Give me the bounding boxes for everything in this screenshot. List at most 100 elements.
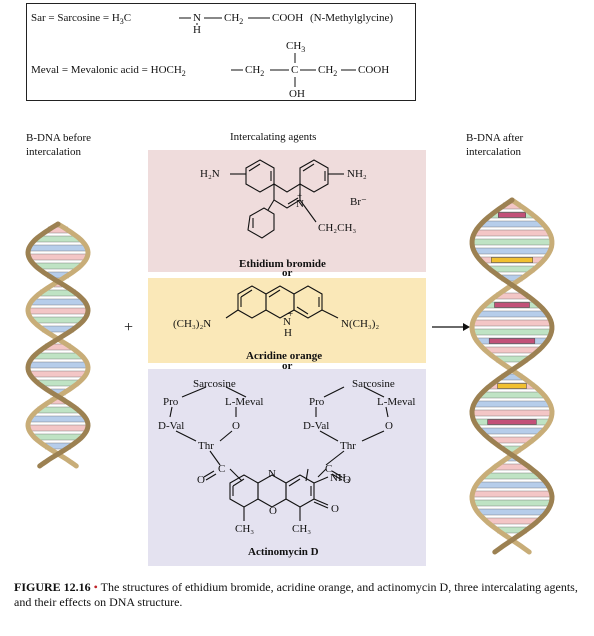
actinomycin-thr-right: Thr (340, 440, 356, 452)
base-pair (475, 481, 549, 489)
actinomycin-c-left: C (218, 463, 226, 475)
base-pair (479, 391, 545, 399)
definition-bonds (179, 17, 356, 87)
actinomycin-name: Actinomycin D (248, 546, 319, 558)
intercalator-mark (498, 212, 526, 218)
actinomycin-pro-right: Pro (309, 396, 325, 408)
figure-caption: FIGURE 12.16 • The structures of ethidiu… (14, 580, 580, 610)
actinomycin-panel (148, 369, 426, 566)
base-pair (472, 490, 552, 498)
acridine-structure (225, 285, 339, 319)
figure-number: FIGURE 12.16 (14, 580, 91, 594)
backbone-strand (469, 197, 555, 555)
base-pair (30, 298, 86, 306)
meval-c: C (291, 64, 299, 76)
intercalator-mark (497, 383, 527, 389)
caption-bullet: • (93, 580, 98, 594)
base-pair (473, 400, 551, 408)
agents-header: Intercalating agents (230, 131, 317, 143)
ethidium-name: Ethidium bromide (239, 258, 326, 270)
actinomycin-dval-left: D-Val (158, 420, 185, 432)
ethidium-br: Br⁻ (350, 196, 367, 208)
base-pair (473, 247, 551, 255)
ethidium-nh2-right: NH₂ (347, 168, 367, 180)
base-pair (28, 424, 88, 432)
backbone-strand (469, 197, 555, 555)
actinomycin-o-left: O (232, 420, 240, 432)
base-pair (28, 244, 88, 252)
base-pair (472, 319, 552, 327)
base-pair (477, 508, 547, 516)
intercalator-mark (494, 302, 530, 308)
definitions-box (26, 3, 416, 101)
actinomycin-o-right: O (385, 420, 393, 432)
sar-h: H (193, 24, 201, 36)
meval-ch2b: CH2 (318, 64, 338, 79)
acridine-left-group: (CH₃)₂N (173, 318, 212, 330)
meval-cooh: COOH (358, 64, 390, 76)
base-pair (480, 427, 544, 435)
base-pair (484, 346, 540, 354)
actinomycin-dval-right: D-Val (303, 420, 330, 432)
or-2: or (282, 360, 293, 372)
actinomycin-n-ring: N (268, 468, 276, 480)
intercalator-mark (491, 257, 533, 263)
acridine-plus: + (288, 309, 294, 319)
actinomycin-o-ring: O (269, 505, 277, 517)
actinomycin-ketone-o: O (331, 503, 339, 515)
base-pair (476, 310, 548, 318)
actinomycin-ch3-right: CH₃ (292, 523, 312, 535)
base-pair (472, 499, 552, 507)
actinomycin-sarcosine-left: Sarcosine (193, 378, 236, 390)
ethidium-structure (230, 159, 344, 239)
acridine-right-group: N(CH₃)₂ (341, 318, 380, 330)
meval-label: Meval = Mevalonic acid = HOCH2 (31, 64, 186, 79)
sar-note: (N-Methylglycine) (310, 12, 394, 24)
ethidium-nh2-left: H₂N (200, 168, 220, 180)
base-pair (29, 370, 87, 378)
meval-ch3: CH3 (286, 40, 306, 55)
or-1: or (282, 267, 293, 279)
sar-n: N (193, 12, 201, 24)
intercalator-mark (488, 338, 536, 344)
base-pair (27, 307, 89, 315)
actinomycin-nh2: NH₂ (330, 472, 350, 484)
actinomycin-thr-left: Thr (198, 440, 214, 452)
acridine-n: N (283, 316, 291, 328)
actinomycin-pro-left: Pro (163, 396, 179, 408)
base-pair (28, 361, 88, 369)
sar-ch2: CH2 (224, 12, 244, 27)
base-pair (35, 262, 81, 270)
base-pair (33, 352, 83, 360)
base-pair (28, 253, 88, 261)
base-pair (471, 409, 553, 417)
intercalator-mark (487, 419, 537, 425)
plus-sign: + (124, 319, 134, 336)
base-pair (472, 328, 552, 336)
actinomycin-meval-left: L-Meval (225, 396, 264, 408)
sar-cooh: COOH (272, 12, 304, 24)
base-pair (471, 238, 553, 246)
base-pair (29, 415, 87, 423)
dna-after-helix (469, 197, 555, 555)
base-pair (485, 517, 539, 525)
actinomycin-sarcosine-right: Sarcosine (352, 378, 395, 390)
acridine-panel (148, 278, 426, 363)
meval-ch2a: CH2 (245, 64, 265, 79)
dna-before-helix (25, 221, 91, 469)
actinomycin-ch3-left: CH₃ (235, 523, 255, 535)
backbone-strand (25, 221, 91, 469)
base-pair (33, 433, 83, 441)
backbone-strand (25, 221, 91, 469)
base-pair (483, 472, 541, 480)
base-pair (480, 220, 544, 228)
base-pair (474, 229, 550, 237)
ethidium-plus: + (297, 191, 303, 201)
acridine-h: H (284, 327, 292, 339)
actinomycin-o-carb-left: O (197, 474, 205, 486)
actinomycin-structure (169, 386, 389, 521)
meval-oh: OH (289, 88, 305, 100)
actinomycin-o-carb-right: O (343, 474, 351, 486)
